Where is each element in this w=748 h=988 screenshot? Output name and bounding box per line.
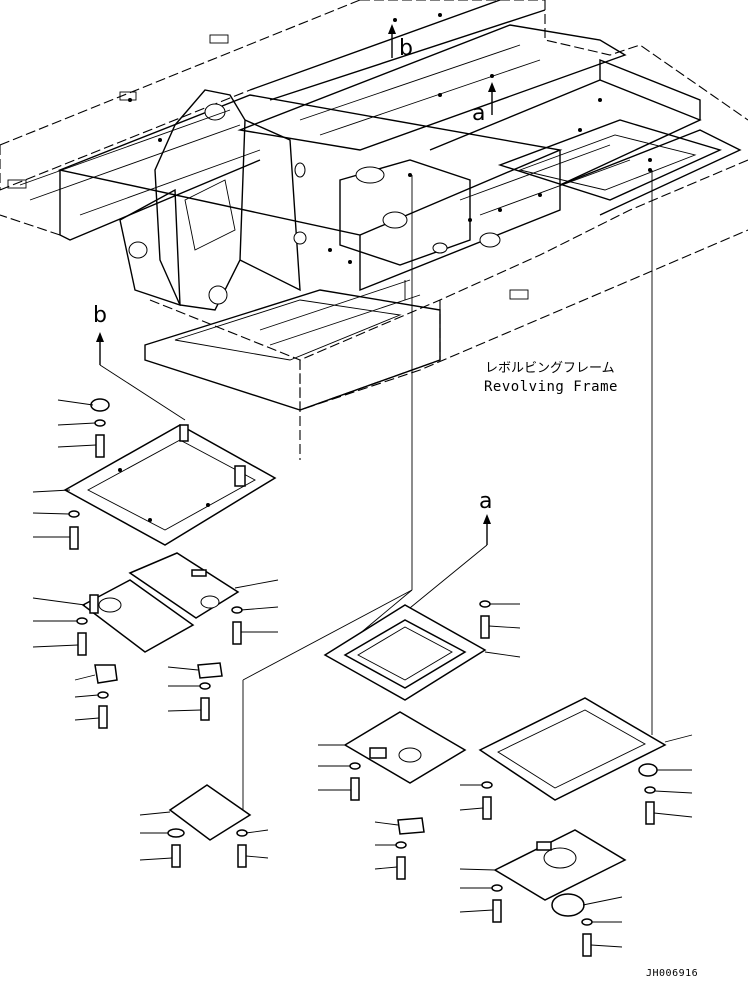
view-marker-b-top: b <box>388 24 413 61</box>
revolving-frame-drawing <box>0 0 748 460</box>
frame-label-en: Revolving Frame <box>484 379 618 395</box>
view-marker-a-top: a <box>472 82 496 126</box>
marker-b-label: b <box>399 36 413 61</box>
marker-a-right-label: a <box>479 489 492 514</box>
marker-a-label: a <box>472 101 485 126</box>
drawing-code: JH006916 <box>646 968 698 979</box>
left-cover-plate-assembly <box>32 398 279 868</box>
right-cover-plate-assembly <box>318 600 693 957</box>
frame-label-jp: レボルビングフレーム <box>485 361 615 376</box>
marker-b-left-label: b <box>93 303 107 328</box>
view-marker-a-right: a <box>404 489 492 613</box>
view-marker-b-left: b <box>93 303 186 421</box>
